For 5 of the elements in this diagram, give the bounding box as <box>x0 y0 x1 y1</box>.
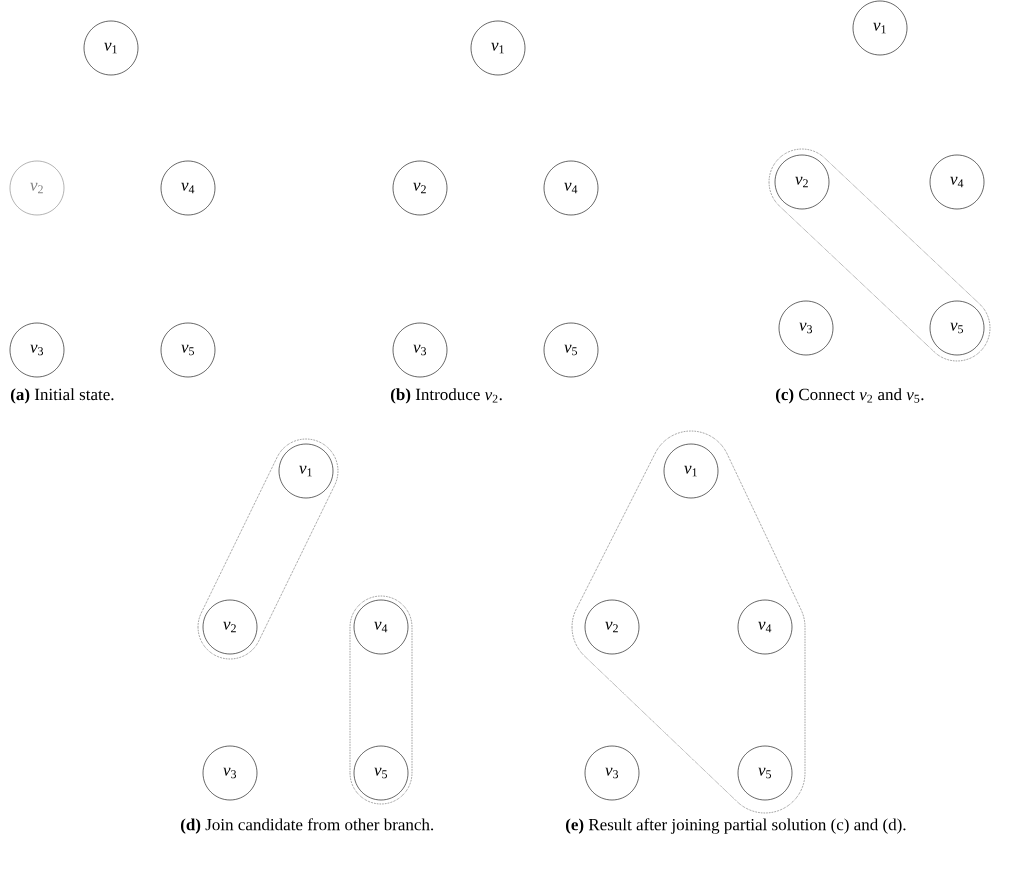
subfigure-caption: (d) Join candidate from other branch. <box>180 818 434 834</box>
subfigure-caption: (e) Result after joining partial solution (c) and (d). <box>565 818 906 834</box>
subfigure-caption: (c) Connect v$_{2}$ and v$_{5}$. <box>775 388 924 404</box>
subfigure-caption: (b) Introduce v$_{2}$. <box>390 388 502 404</box>
subfigure-caption: (a) Initial state. <box>10 388 114 404</box>
